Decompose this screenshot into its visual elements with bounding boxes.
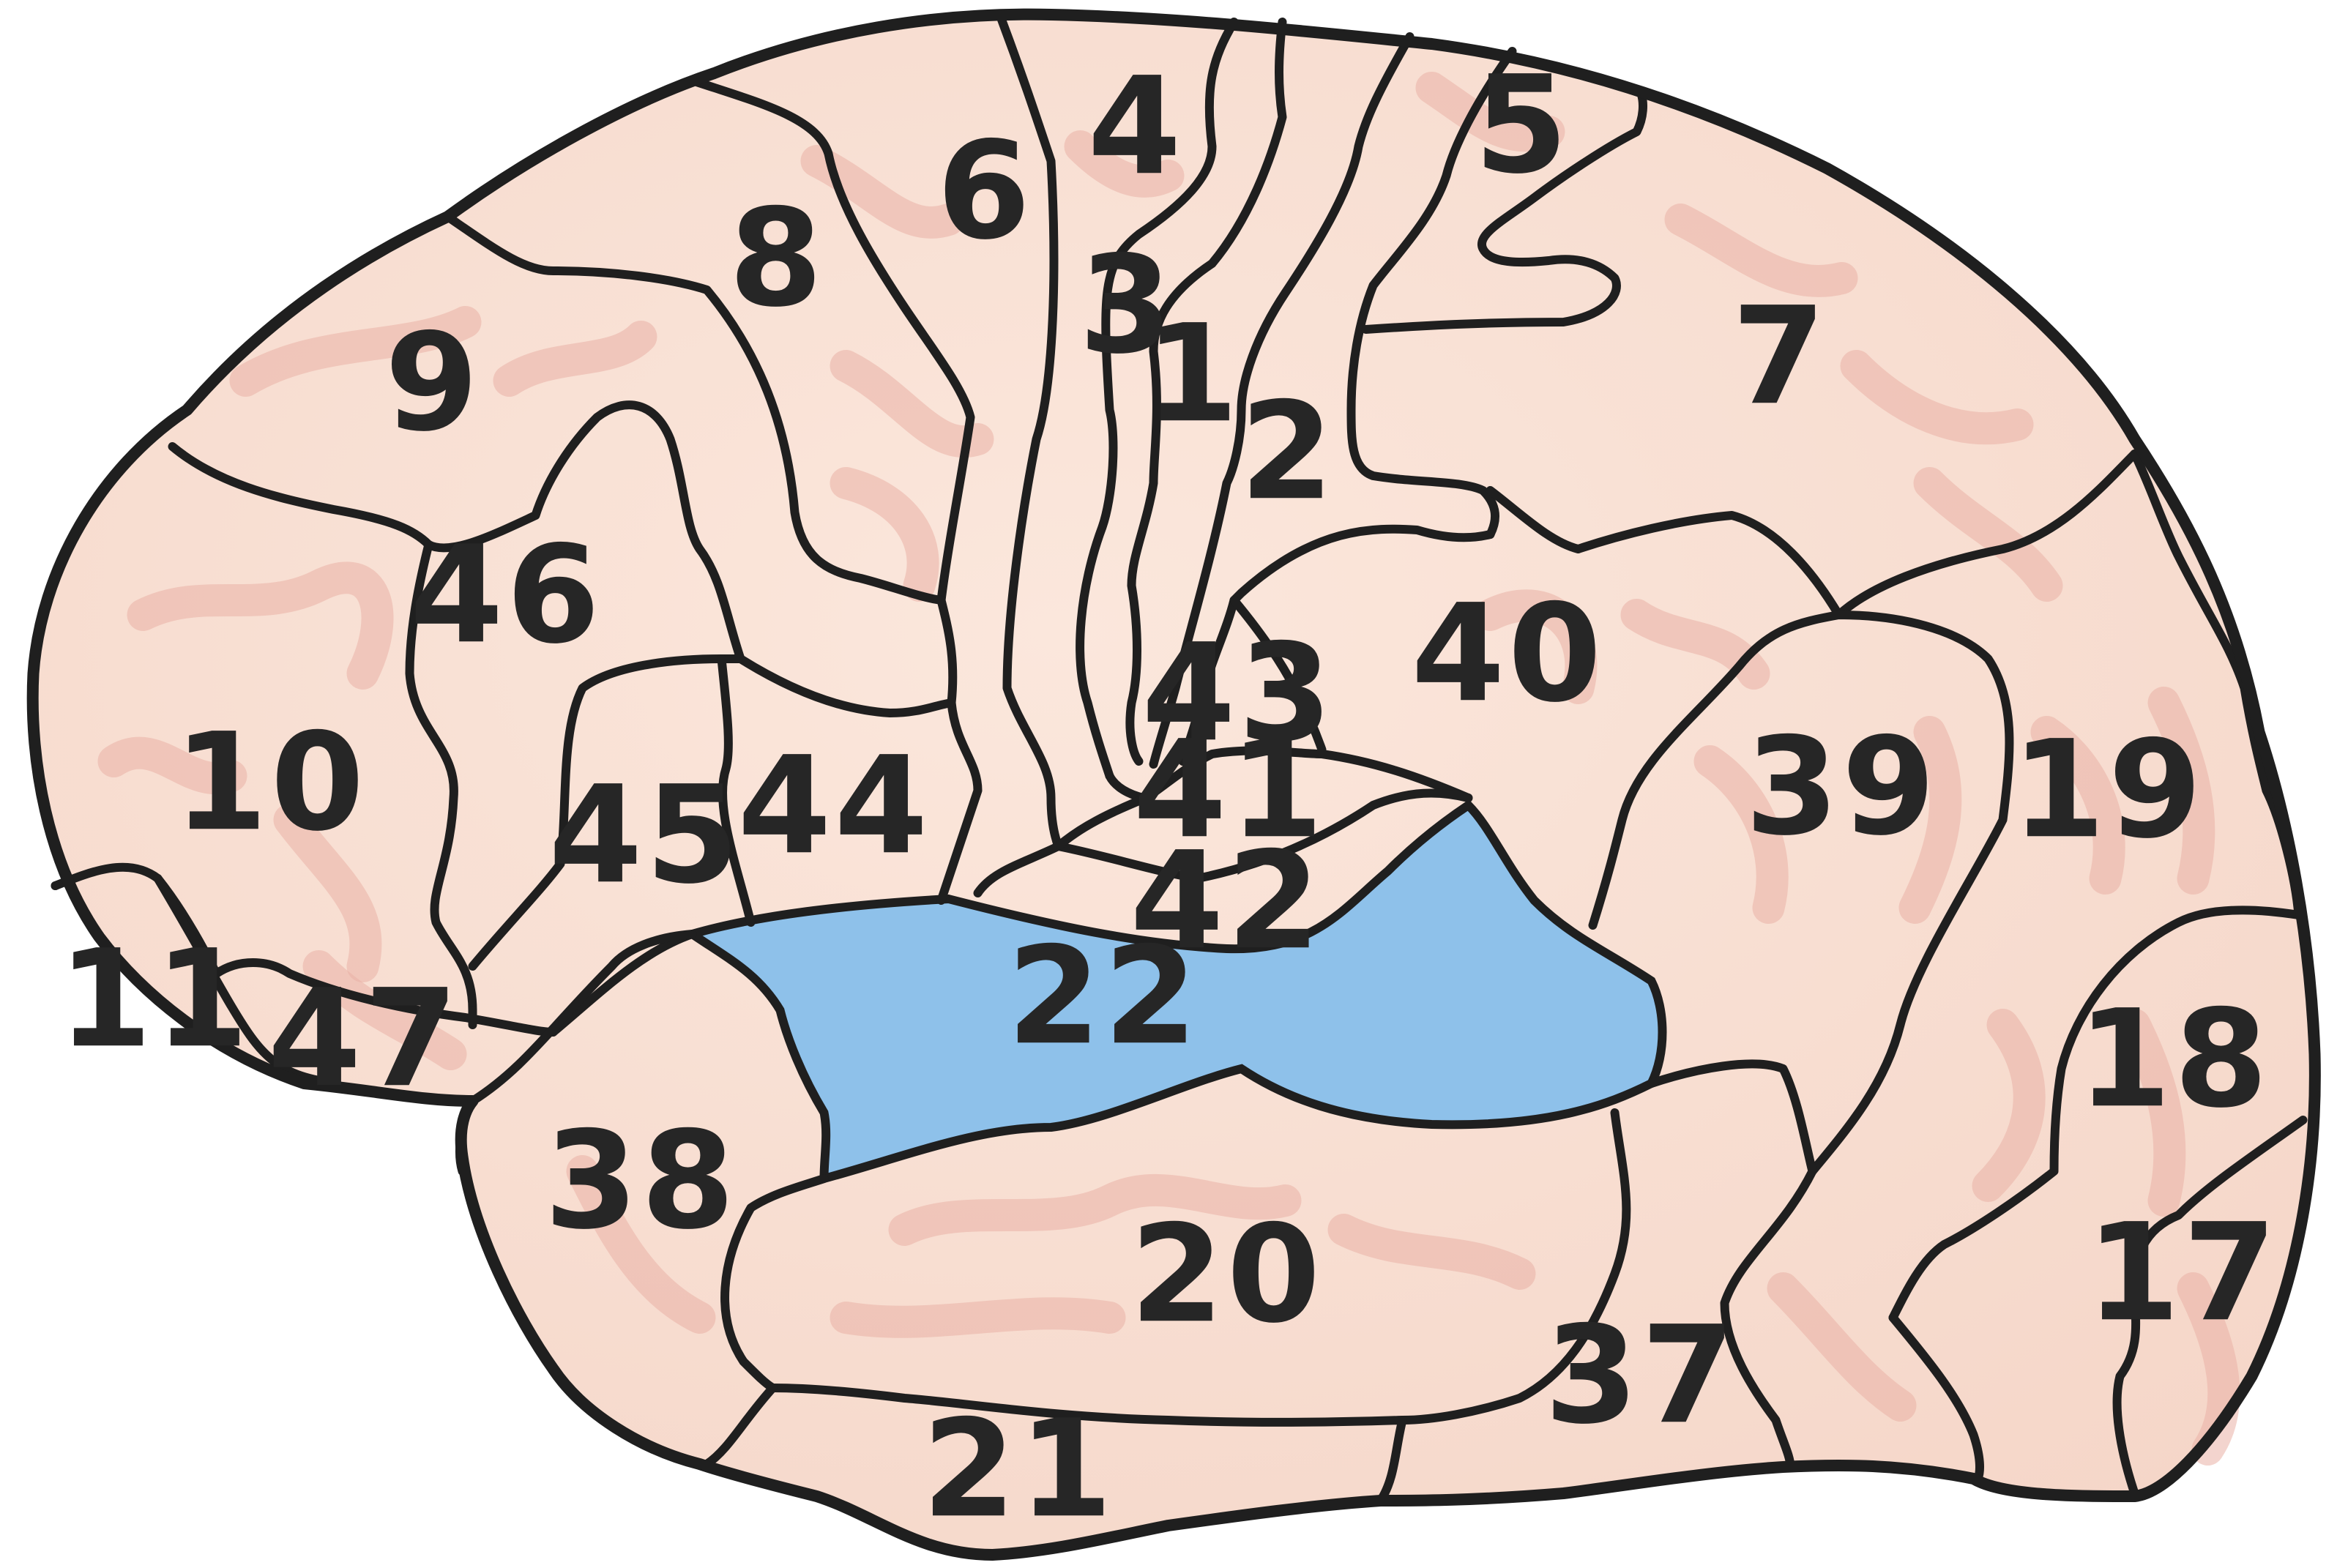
gyrus-vein [127,561,394,690]
cerebrum-outline [26,8,2321,1561]
gyrus-vein [1913,467,2063,602]
cerebrum-silhouette [32,14,2315,1555]
gyrus-vein [493,321,657,397]
gyrus-vein [229,306,482,397]
gyrus-vein [1474,589,1598,704]
gyrus-vein [830,467,939,602]
gyrus-vein [1327,1214,1536,1290]
gyrus-vein [1840,350,2034,445]
area-label-10: 10 [174,704,367,861]
gyrus-vein [1415,72,1565,152]
gyrus-vein [273,804,382,982]
gyrus-vein [1664,204,1858,297]
area-label-18: 18 [2077,981,2270,1138]
area-label-20: 20 [1130,1196,1323,1353]
gyrus-vein [830,350,994,458]
area-label-41: 41 [1133,712,1326,868]
gyrus-vein [97,736,247,795]
area-label-7: 7 [1732,278,1828,435]
area-label-43: 43 [1141,615,1335,772]
area-label-17: 17 [2086,1195,2279,1351]
gyrus-vein [1693,745,1789,924]
gyrus-vein [1898,716,1962,924]
area-label-47: 47 [267,960,461,1117]
area-label-42: 42 [1130,823,1323,979]
area-label-1: 1 [1144,296,1241,452]
area-label-39: 39 [1745,709,1938,865]
area-label-45: 45 [548,757,742,914]
area-label-9: 9 [384,305,481,461]
area-label-6: 6 [936,113,1033,269]
area-label-2: 2 [1240,373,1336,530]
area-label-22: 22 [1007,918,1200,1075]
area-label-19: 19 [2011,712,2204,868]
area-label-5: 5 [1474,47,1570,204]
gyrus-vein [888,1174,1302,1246]
gyrus-vein [1972,1009,2046,1202]
gyrus-vein [566,1155,716,1334]
area-label-40: 40 [1411,575,1604,732]
area-label-38: 38 [544,1102,737,1259]
area-label-46: 46 [409,517,603,673]
gyrus-vein [2030,716,2125,895]
area-label-8: 8 [728,180,825,337]
area-label-44: 44 [737,728,931,884]
gyrus-vein [2118,1009,2186,1217]
area-label-21: 21 [922,1391,1115,1548]
area-label-4: 4 [1087,48,1184,205]
gyrus-vein [830,1297,1126,1338]
gyrus-vein [1064,130,1185,198]
area-borders [51,10,2308,1505]
gyrus-vein [2147,687,2215,895]
gyrus-vein [302,950,467,1070]
area-label-11: 11 [58,921,251,1078]
area-label-37: 37 [1544,1297,1737,1454]
gyrus-vein [1767,1272,1917,1422]
area-label-3: 3 [1078,227,1175,384]
